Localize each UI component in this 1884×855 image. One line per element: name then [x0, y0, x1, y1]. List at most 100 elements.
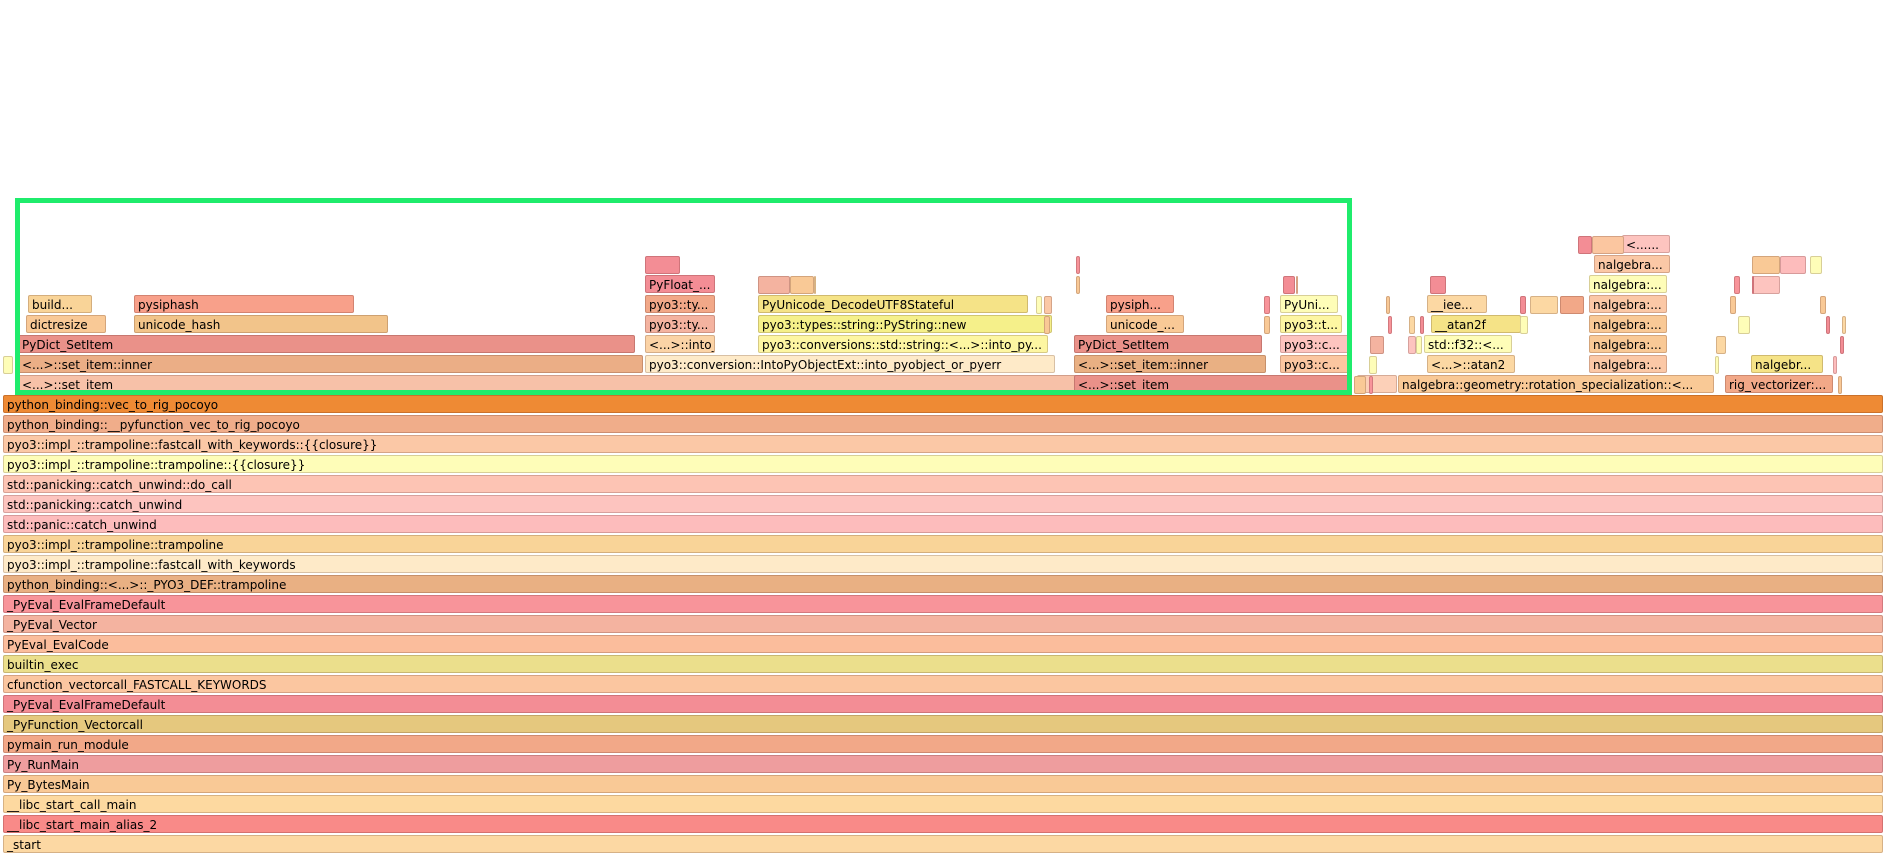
stack-frame[interactable]: PyUni...	[1280, 295, 1338, 313]
stack-frame[interactable]: pyo3::ty...	[645, 315, 715, 333]
stack-frame-sliver[interactable]	[3, 356, 13, 374]
stack-frame-sliver[interactable]	[1369, 376, 1373, 394]
stack-frame[interactable]: nalgebra:...	[1589, 295, 1667, 313]
stack-frame-sliver[interactable]	[645, 256, 680, 274]
stack-frame-sliver[interactable]	[1370, 336, 1384, 354]
stack-frame-sliver[interactable]	[1044, 296, 1052, 314]
stack-frame-sliver[interactable]	[1264, 296, 1270, 314]
stack-frame[interactable]: build...	[28, 295, 92, 313]
stack-frame-sliver[interactable]	[1296, 276, 1298, 294]
stack-frame-sliver[interactable]	[1044, 316, 1050, 334]
stack-frame[interactable]: nalgebra:...	[1589, 335, 1667, 353]
stack-frame-sliver[interactable]	[1833, 356, 1837, 374]
stack-frame[interactable]: unicode_...	[1106, 315, 1184, 333]
stack-frame-sliver[interactable]	[1430, 276, 1446, 294]
stack-frame[interactable]: unicode_hash	[134, 315, 388, 333]
stack-frame-sliver[interactable]	[1560, 296, 1584, 314]
stack-frame-sliver[interactable]	[758, 276, 790, 294]
stack-frame-sliver[interactable]	[1810, 256, 1822, 274]
stack-frame[interactable]: <...>::set_item::inner	[18, 355, 643, 373]
stack-frame-sliver[interactable]	[1408, 336, 1416, 354]
stack-frame-sliver[interactable]	[1386, 296, 1390, 314]
stack-frame[interactable]: dictresize	[26, 315, 106, 333]
stack-frame-sliver[interactable]	[814, 276, 816, 294]
stack-frame[interactable]: PyEval_EvalCode	[3, 635, 1883, 653]
stack-frame[interactable]: nalgebr...	[1751, 355, 1823, 373]
stack-frame-sliver[interactable]	[1838, 376, 1842, 394]
stack-frame[interactable]: Py_RunMain	[3, 755, 1883, 773]
stack-frame[interactable]: PyUnicode_DecodeUTF8Stateful	[758, 295, 1028, 313]
stack-frame[interactable]: _PyEval_EvalFrameDefault	[3, 595, 1883, 613]
stack-frame[interactable]: pysiph...	[1106, 295, 1174, 313]
stack-frame[interactable]: pyo3::c...	[1280, 335, 1350, 353]
stack-frame-sliver[interactable]	[1752, 276, 1780, 294]
stack-frame-sliver[interactable]	[1592, 236, 1624, 254]
stack-frame[interactable]: pyo3::impl_::trampoline::trampoline::{{c…	[3, 455, 1883, 473]
stack-frame[interactable]: PyFloat_...	[645, 275, 715, 293]
stack-frame[interactable]: <...>::set_item	[18, 375, 1078, 393]
stack-frame[interactable]: <...>::into_pyo...	[645, 335, 715, 353]
stack-frame[interactable]: PyDict_SetItem	[1074, 335, 1262, 353]
stack-frame[interactable]: cfunction_vectorcall_FASTCALL_KEYWORDS	[3, 675, 1883, 693]
stack-frame-sliver[interactable]	[1416, 336, 1422, 354]
stack-frame[interactable]: python_binding::__pyfunction_vec_to_rig_…	[3, 415, 1883, 433]
stack-frame-sliver[interactable]	[1842, 316, 1846, 334]
stack-frame[interactable]: builtin_exec	[3, 655, 1883, 673]
stack-frame-sliver[interactable]	[1520, 296, 1526, 314]
stack-frame-sliver[interactable]	[1264, 316, 1270, 334]
stack-frame[interactable]: pyo3::t...	[1280, 315, 1342, 333]
stack-frame-sliver[interactable]	[1420, 316, 1424, 334]
stack-frame[interactable]: PyDict_SetItem	[18, 335, 635, 353]
stack-frame[interactable]: pyo3::types::string::PyString::new	[758, 315, 1052, 333]
stack-frame[interactable]: std::panicking::catch_unwind::do_call	[3, 475, 1883, 493]
stack-frame[interactable]: python_binding::<...>::_PYO3_DEF::trampo…	[3, 575, 1883, 593]
stack-frame-sliver[interactable]	[1409, 316, 1415, 334]
stack-frame[interactable]: <......	[1622, 235, 1670, 253]
stack-frame-sliver[interactable]	[1752, 276, 1754, 294]
stack-frame-sliver[interactable]	[1734, 276, 1740, 294]
stack-frame[interactable]: __atan2f	[1431, 315, 1521, 333]
stack-frame-sliver[interactable]	[1354, 376, 1366, 394]
stack-frame[interactable]: std::f32::<...	[1424, 335, 1512, 353]
stack-frame[interactable]: rig_vectorizer:...	[1725, 375, 1833, 393]
stack-frame[interactable]: nalgebra...	[1594, 255, 1670, 273]
stack-frame[interactable]: pysiphash	[134, 295, 354, 313]
stack-frame[interactable]: __iee...	[1427, 295, 1487, 313]
stack-frame-sliver[interactable]	[1716, 336, 1726, 354]
stack-frame-sliver[interactable]	[1578, 236, 1592, 254]
stack-frame-sliver[interactable]	[1076, 276, 1080, 294]
stack-frame[interactable]: pyo3::conversion::IntoPyObjectExt::into_…	[645, 355, 1055, 373]
stack-frame[interactable]: _PyEval_Vector	[3, 615, 1883, 633]
stack-frame[interactable]: nalgebra:...	[1589, 355, 1667, 373]
stack-frame[interactable]: std::panicking::catch_unwind	[3, 495, 1883, 513]
stack-frame-sliver[interactable]	[1780, 256, 1806, 274]
stack-frame[interactable]: pyo3::conversions::std::string::<...>::i…	[758, 335, 1048, 353]
stack-frame[interactable]: pyo3::impl_::trampoline::fastcall_with_k…	[3, 555, 1883, 573]
stack-frame[interactable]: nalgebra::geometry::rotation_specializat…	[1398, 375, 1714, 393]
stack-frame-sliver[interactable]	[1820, 296, 1826, 314]
stack-frame-sliver[interactable]	[790, 276, 814, 294]
stack-frame[interactable]: _start	[3, 835, 1883, 853]
stack-frame[interactable]: nalgebra:...	[1589, 315, 1667, 333]
stack-frame[interactable]: __libc_start_call_main	[3, 795, 1883, 813]
stack-frame-sliver[interactable]	[1715, 356, 1719, 374]
stack-frame-sliver[interactable]	[1730, 296, 1736, 314]
stack-frame[interactable]: <...>::atan2	[1427, 355, 1515, 373]
stack-frame[interactable]: Py_BytesMain	[3, 775, 1883, 793]
stack-frame[interactable]: python_binding::vec_to_rig_pocoyo	[3, 395, 1883, 413]
stack-frame[interactable]: pyo3::impl_::trampoline::fastcall_with_k…	[3, 435, 1883, 453]
stack-frame[interactable]: std::panic::catch_unwind	[3, 515, 1883, 533]
stack-frame-sliver[interactable]	[1520, 316, 1528, 334]
stack-frame[interactable]: _PyEval_EvalFrameDefault	[3, 695, 1883, 713]
stack-frame-sliver[interactable]	[1738, 316, 1750, 334]
stack-frame-sliver[interactable]	[1076, 256, 1080, 274]
stack-frame[interactable]: pyo3::impl_::trampoline::trampoline	[3, 535, 1883, 553]
stack-frame[interactable]: <...>::set_item	[1074, 375, 1352, 393]
stack-frame-sliver[interactable]	[1036, 296, 1042, 314]
stack-frame-sliver[interactable]	[1530, 296, 1558, 314]
stack-frame-sliver[interactable]	[1388, 316, 1392, 334]
stack-frame-sliver[interactable]	[1840, 336, 1844, 354]
stack-frame-sliver[interactable]	[1283, 276, 1295, 294]
stack-frame[interactable]: pyo3::ty...	[645, 295, 715, 313]
stack-frame[interactable]: _PyFunction_Vectorcall	[3, 715, 1883, 733]
